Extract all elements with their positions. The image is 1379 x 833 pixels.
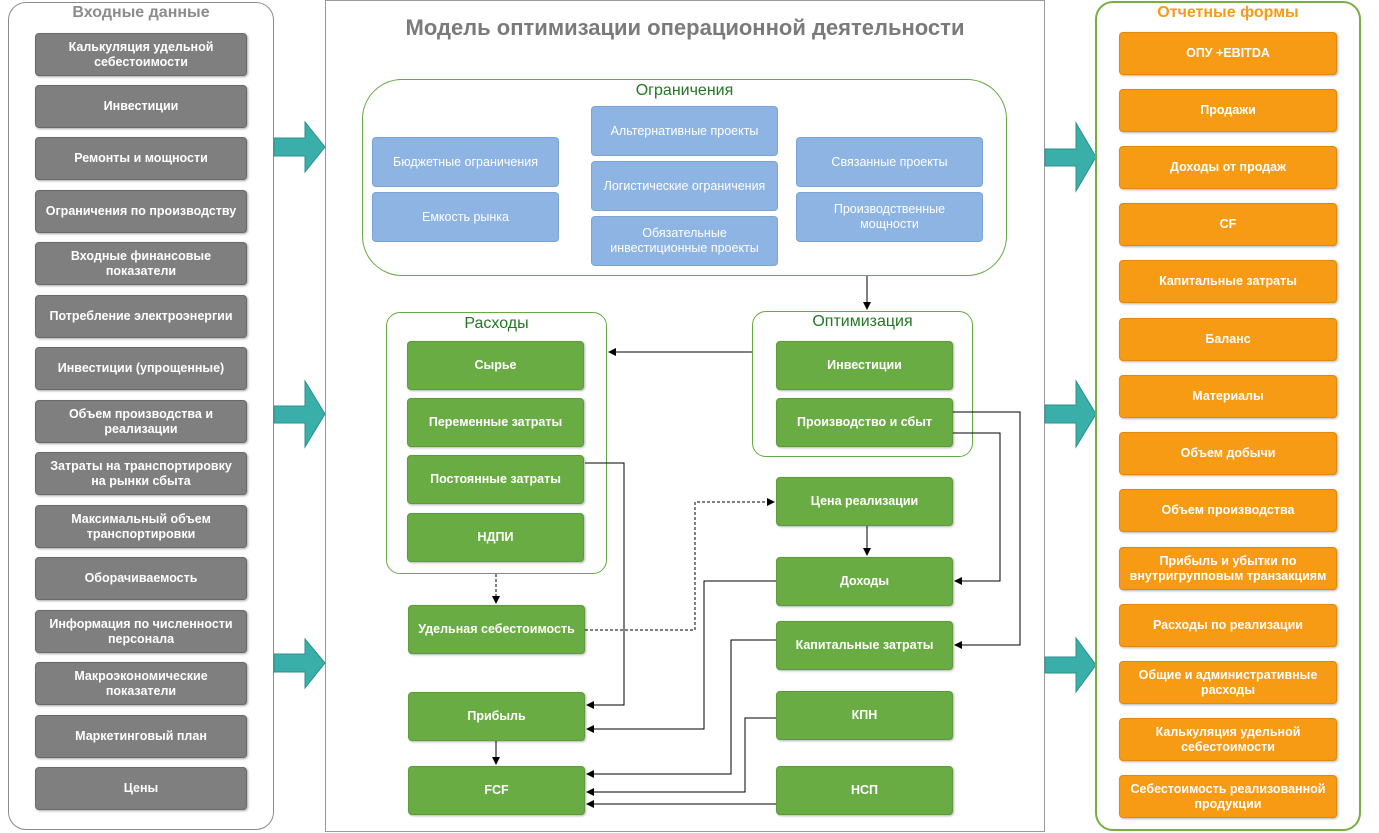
node-fcf: FCF <box>408 766 585 815</box>
constraint-budget: Бюджетные ограничения <box>372 137 559 187</box>
report-item: CF <box>1119 203 1337 246</box>
input-item: Объем производства и реализации <box>35 400 247 443</box>
node-revenue: Доходы <box>776 557 953 606</box>
arrow-revenue-profit <box>586 580 776 733</box>
arrow-production-capex <box>953 411 1021 649</box>
teal-arrow-out-3 <box>1044 636 1097 694</box>
input-item: Оборачиваемость <box>35 557 247 600</box>
node-capex: Капитальные затраты <box>776 621 953 670</box>
expense-fixed-costs: Постоянные затраты <box>407 455 584 504</box>
input-item: Ремонты и мощности <box>35 137 247 180</box>
report-item: Продажи <box>1119 89 1337 132</box>
input-item: Макроэкономические показатели <box>35 662 247 705</box>
expense-ndpi: НДПИ <box>407 513 584 562</box>
input-item: Маркетинговый план <box>35 715 247 758</box>
node-kpn: КПН <box>776 691 953 740</box>
constraint-related-projects: Связанные проекты <box>796 137 983 187</box>
node-sales-price: Цена реализации <box>776 477 953 526</box>
model-title: Модель оптимизации операционной деятельн… <box>405 15 965 40</box>
input-item: Информация по численности персонала <box>35 610 247 653</box>
report-item: Доходы от продаж <box>1119 146 1337 189</box>
reports-title: Отчетные формы <box>1157 4 1299 21</box>
node-profit: Прибыль <box>408 692 585 741</box>
input-item: Потребление электроэнергии <box>35 295 247 338</box>
input-item: Калькуляция удельной себестоимости <box>35 33 247 76</box>
report-item: Баланс <box>1119 318 1337 361</box>
optimization-production-sales: Производство и сбыт <box>776 398 953 447</box>
teal-arrow-out-1 <box>1044 121 1097 193</box>
node-unit-cost: Удельная себестоимость <box>408 605 585 654</box>
input-item: Инвестиции (упрощенные) <box>35 347 247 390</box>
optimization-title: Оптимизация <box>812 313 913 330</box>
report-item: ОПУ +EBITDA <box>1119 32 1337 75</box>
report-item: Капитальные затраты <box>1119 260 1337 303</box>
report-item: Объем добычи <box>1119 432 1337 475</box>
teal-arrow-in-1 <box>273 120 326 174</box>
constraints-title: Ограничения <box>635 82 734 99</box>
teal-arrow-in-2 <box>273 379 326 449</box>
report-item: Расходы по реализации <box>1119 604 1337 647</box>
expense-variable-costs: Переменные затраты <box>407 398 584 447</box>
arrow-kpn-fcf <box>586 717 776 796</box>
arrow-production-revenue <box>953 432 1001 585</box>
arrow-capex-fcf <box>586 639 776 778</box>
input-item: Затраты на транспортировку на рынки сбыт… <box>35 452 247 495</box>
constraint-alternative-projects: Альтернативные проекты <box>591 106 778 156</box>
report-item: Материалы <box>1119 375 1337 418</box>
input-item: Цены <box>35 767 247 810</box>
input-item: Входные финансовые показатели <box>35 242 247 285</box>
inputs-title: Входные данные <box>72 4 210 21</box>
constraint-market-capacity: Емкость рынка <box>372 192 559 242</box>
node-nsp: НСП <box>776 766 953 815</box>
report-item: Объем производства <box>1119 489 1337 532</box>
expenses-title: Расходы <box>464 315 529 332</box>
input-item: Ограничения по производству <box>35 190 247 233</box>
arrow-unitcost-salesprice <box>585 498 775 631</box>
optimization-investments: Инвестиции <box>776 341 953 390</box>
report-item: Прибыль и убытки по внутригрупповым тран… <box>1119 547 1337 590</box>
expense-raw-materials: Сырье <box>407 341 584 390</box>
constraint-logistics: Логистические ограничения <box>591 161 778 211</box>
report-item: Себестоимость реализованной продукции <box>1119 775 1337 818</box>
report-item: Калькуляция удельной себестоимости <box>1119 718 1337 761</box>
constraint-production-capacity: Производственные мощности <box>796 192 983 242</box>
input-item: Максимальный объем транспортировки <box>35 505 247 548</box>
teal-arrow-out-2 <box>1044 379 1097 449</box>
input-item: Инвестиции <box>35 85 247 128</box>
teal-arrow-in-3 <box>273 637 326 690</box>
report-item: Общие и административные расходы <box>1119 661 1337 704</box>
arrow-fixedcosts-profit <box>585 462 625 709</box>
constraint-mandatory-investments: Обязательные инвестиционные проекты <box>591 216 778 266</box>
